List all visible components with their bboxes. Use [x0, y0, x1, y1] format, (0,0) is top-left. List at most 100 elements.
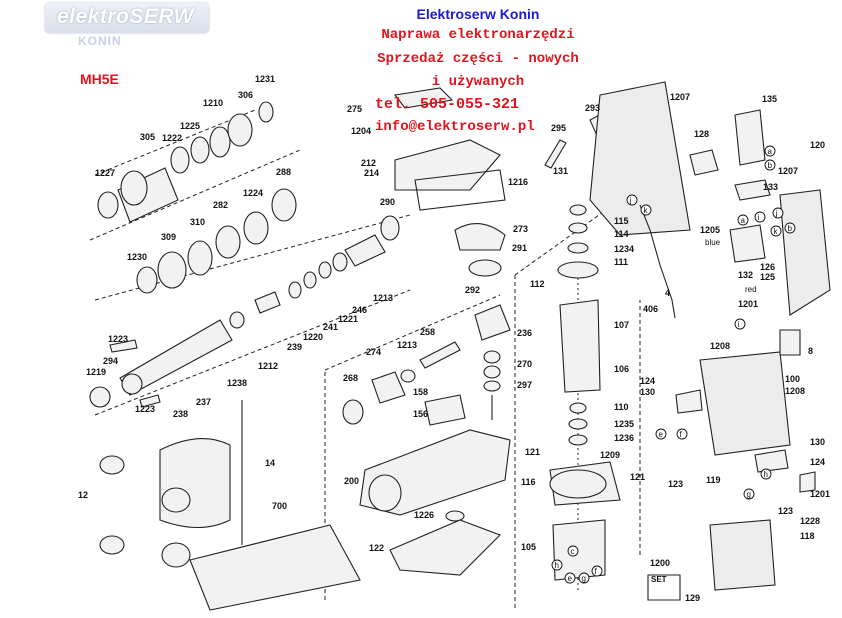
part-label-270: 270 [517, 359, 532, 369]
part-label-133: 133 [763, 182, 778, 192]
part-label-1204: 1204 [351, 126, 371, 136]
part-label-111: 111 [614, 257, 628, 267]
callout-letter: h [764, 470, 768, 479]
part-label-110: 110 [614, 402, 629, 412]
part-label-1220: 1220 [303, 332, 323, 342]
callout-circle [770, 225, 782, 237]
callout-circle [676, 428, 688, 440]
part-label-212: 212 [361, 158, 376, 168]
callout-c-a1: a [764, 145, 776, 157]
part-label-1207b: 1207 [778, 166, 798, 176]
callout-letter: k [774, 227, 779, 236]
part-label-1238: 1238 [227, 378, 247, 388]
model-name: MH5E [80, 71, 119, 87]
part-label-1201a: 1201 [738, 299, 758, 309]
callout-circle [591, 565, 603, 577]
contact-email: info@elektroserw.pl [375, 119, 535, 135]
part-label-1201b: 1201 [810, 489, 830, 499]
part-label-293: 293 [585, 103, 600, 113]
callout-circle [655, 428, 667, 440]
wire-label-red: red [745, 285, 757, 294]
callout-c-j2: j [772, 207, 784, 219]
part-label-241: 241 [323, 322, 338, 332]
callout-c-e1: e [655, 428, 667, 440]
part-label-130b: 130 [810, 437, 825, 447]
callout-circle [754, 211, 766, 223]
part-label-237: 237 [196, 397, 211, 407]
part-label-128: 128 [694, 129, 709, 139]
part-label-406: 406 [643, 304, 658, 314]
part-label-1228: 1228 [800, 516, 820, 526]
callout-circle [743, 488, 755, 500]
part-label-156: 156 [413, 409, 428, 419]
callout-circle [764, 145, 776, 157]
callout-letter: j [775, 209, 778, 218]
callout-circle [626, 194, 638, 206]
logo-subtitle: KONIN [78, 34, 122, 48]
part-label-1230: 1230 [127, 252, 147, 262]
callout-letter: e [659, 430, 664, 439]
part-label-294: 294 [103, 356, 118, 366]
part-label-309: 309 [161, 232, 176, 242]
part-label-236: 236 [517, 328, 532, 338]
callout-c-c1: c [567, 545, 579, 557]
part-label-124a: 124 [640, 376, 655, 386]
part-label-1234: 1234 [614, 244, 634, 254]
part-label-107: 107 [614, 320, 629, 330]
callout-c-h2: h [551, 559, 563, 571]
service-line-1: Naprawa elektronarzędzi [381, 27, 575, 43]
part-label-8: 8 [808, 346, 813, 356]
callout-c-a2: a [737, 214, 749, 226]
set-box-label: SET [651, 575, 667, 584]
callout-c-b2: b [784, 222, 796, 234]
callout-letter: a [741, 216, 746, 225]
callout-letter: e [568, 574, 573, 583]
part-label-123a: 123 [668, 479, 683, 489]
callout-circle [578, 572, 590, 584]
callout-circle [551, 559, 563, 571]
part-label-123b: 123 [778, 506, 793, 516]
part-label-121b: 121 [630, 472, 645, 482]
part-label-292: 292 [465, 285, 480, 295]
callout-circle [737, 214, 749, 226]
callout-letter: b [768, 161, 773, 170]
part-label-126: 126 [760, 262, 775, 272]
part-label-121a: 121 [525, 447, 540, 457]
part-label-120: 120 [810, 140, 825, 150]
part-label-239: 239 [287, 342, 302, 352]
callout-circle [734, 318, 746, 330]
company-name: Elektroserw Konin [416, 6, 540, 22]
part-label-1223a: 1223 [108, 334, 128, 344]
part-label-238: 238 [173, 409, 188, 419]
callout-letter: i [758, 213, 760, 222]
part-label-1235: 1235 [614, 419, 634, 429]
part-label-1200: 1200 [650, 558, 670, 568]
part-label-116: 116 [521, 477, 536, 487]
part-label-295: 295 [551, 123, 566, 133]
part-label-119: 119 [706, 475, 721, 485]
part-label-214: 214 [364, 168, 379, 178]
part-label-118: 118 [800, 531, 815, 541]
service-line-3: i używanych [431, 74, 525, 90]
part-label-130a: 130 [640, 387, 655, 397]
part-label-1219: 1219 [86, 367, 106, 377]
callout-circle [764, 159, 776, 171]
part-label-1221: 1221 [338, 314, 358, 324]
part-label-124b: 124 [810, 457, 825, 467]
callout-c-f1: f [676, 428, 688, 440]
callout-c-i2: i [734, 318, 746, 330]
callout-circle [567, 545, 579, 557]
contact-phone: tel. 505-055-321 [375, 96, 520, 113]
callout-c-h1: h [760, 468, 772, 480]
part-label-305: 305 [140, 132, 155, 142]
part-label-106: 106 [614, 364, 629, 374]
callout-letter: f [680, 430, 683, 439]
part-label-105: 105 [521, 542, 536, 552]
part-label-290: 290 [380, 197, 395, 207]
part-label-135: 135 [762, 94, 777, 104]
callout-letter: k [644, 206, 649, 215]
callout-letter: a [768, 147, 773, 156]
part-label-115: 115 [614, 216, 629, 226]
